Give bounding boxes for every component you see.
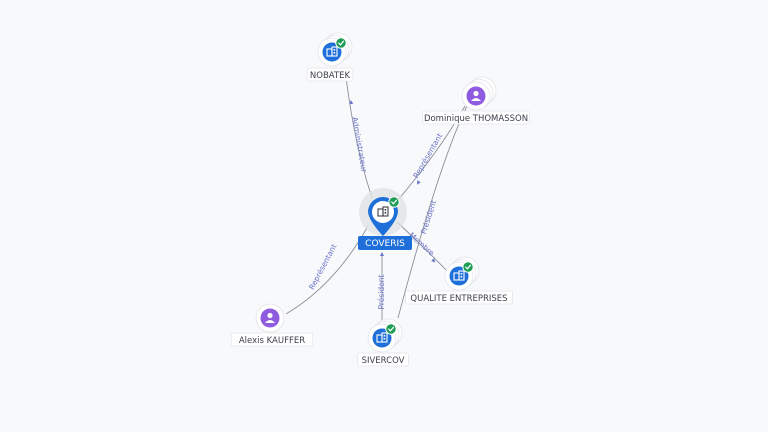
check-badge-icon bbox=[335, 37, 347, 49]
person-icon bbox=[265, 312, 275, 323]
edge-line bbox=[285, 225, 369, 315]
node-nobatek[interactable]: NOBATEK bbox=[306, 32, 354, 82]
node-sivercov[interactable]: SIVERCOV bbox=[357, 318, 409, 367]
node-label: SIVERCOV bbox=[357, 352, 409, 367]
check-badge-icon bbox=[388, 196, 400, 208]
node-label: Dominique THOMASSON bbox=[422, 110, 530, 125]
node-qualite[interactable]: QUALITE ENTREPRISES bbox=[405, 256, 513, 305]
edge-arrow-icon bbox=[349, 100, 354, 105]
edge-nobatek: Administrateur bbox=[344, 67, 373, 199]
edge-label: Représentant bbox=[411, 132, 444, 180]
person-icon bbox=[471, 90, 481, 101]
node-label: Alexis KAUFFER bbox=[230, 332, 314, 347]
edge-line bbox=[396, 221, 449, 273]
center-label: COVERIS bbox=[365, 239, 405, 249]
edge-kauffer: Représentant bbox=[285, 225, 369, 315]
svg-text:NOBATEK: NOBATEK bbox=[310, 71, 351, 81]
edge-label: Administrateur bbox=[350, 116, 369, 174]
node-label: NOBATEK bbox=[306, 67, 354, 82]
node-thomasson[interactable]: Dominique THOMASSON bbox=[422, 76, 530, 125]
edge-arrow-icon bbox=[417, 180, 421, 185]
edge-sivercov: Président bbox=[377, 252, 386, 326]
building-icon bbox=[453, 270, 465, 281]
edge-arrow-icon bbox=[431, 258, 436, 263]
check-badge-icon bbox=[462, 261, 474, 273]
svg-text:Dominique THOMASSON: Dominique THOMASSON bbox=[424, 114, 528, 124]
edge-label: Représentant bbox=[307, 242, 339, 291]
edge-label: Président bbox=[419, 199, 438, 235]
edge-line bbox=[344, 67, 373, 199]
node-center[interactable]: COVERIS bbox=[358, 188, 412, 250]
nodes-layer: NOBATEK Dominique THOMASSON QUALITE ENTREP… bbox=[230, 32, 530, 367]
edge-label: Président bbox=[377, 274, 386, 309]
building-icon bbox=[326, 46, 338, 57]
building-icon bbox=[377, 206, 389, 217]
node-kauffer[interactable]: Alexis KAUFFER bbox=[230, 303, 314, 347]
check-badge-icon bbox=[385, 323, 397, 335]
building-icon bbox=[376, 332, 388, 343]
svg-text:SIVERCOV: SIVERCOV bbox=[362, 356, 405, 366]
svg-text:QUALITE ENTREPRISES: QUALITE ENTREPRISES bbox=[410, 294, 507, 304]
node-label: QUALITE ENTREPRISES bbox=[405, 290, 513, 305]
edge-arrow-icon bbox=[380, 252, 384, 256]
svg-text:Alexis KAUFFER: Alexis KAUFFER bbox=[239, 336, 305, 346]
